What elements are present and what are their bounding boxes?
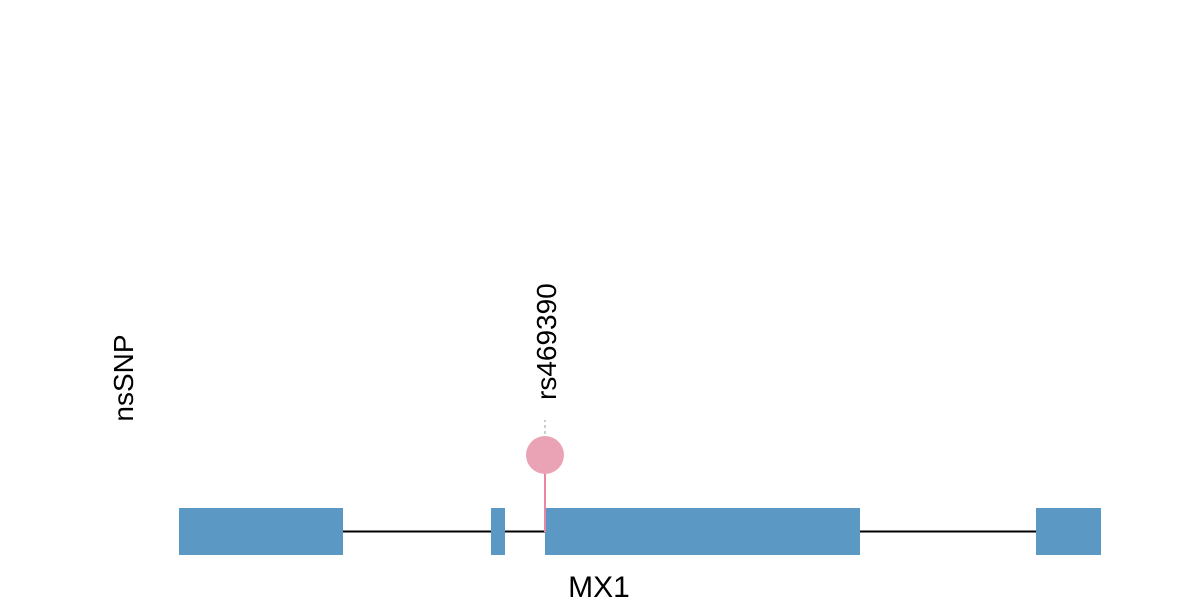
snp-head[interactable] xyxy=(526,436,564,474)
exon-3 xyxy=(545,508,860,555)
exon-1 xyxy=(179,508,343,555)
gene-name-label: MX1 xyxy=(568,571,630,600)
snp-id-label: rs469390 xyxy=(531,283,562,400)
exon-2 xyxy=(491,508,505,555)
exon-4 xyxy=(1036,508,1101,555)
track-label: nsSNP xyxy=(108,334,139,421)
snp-layer: rs469390 xyxy=(526,283,564,532)
gene-model xyxy=(179,508,1101,555)
